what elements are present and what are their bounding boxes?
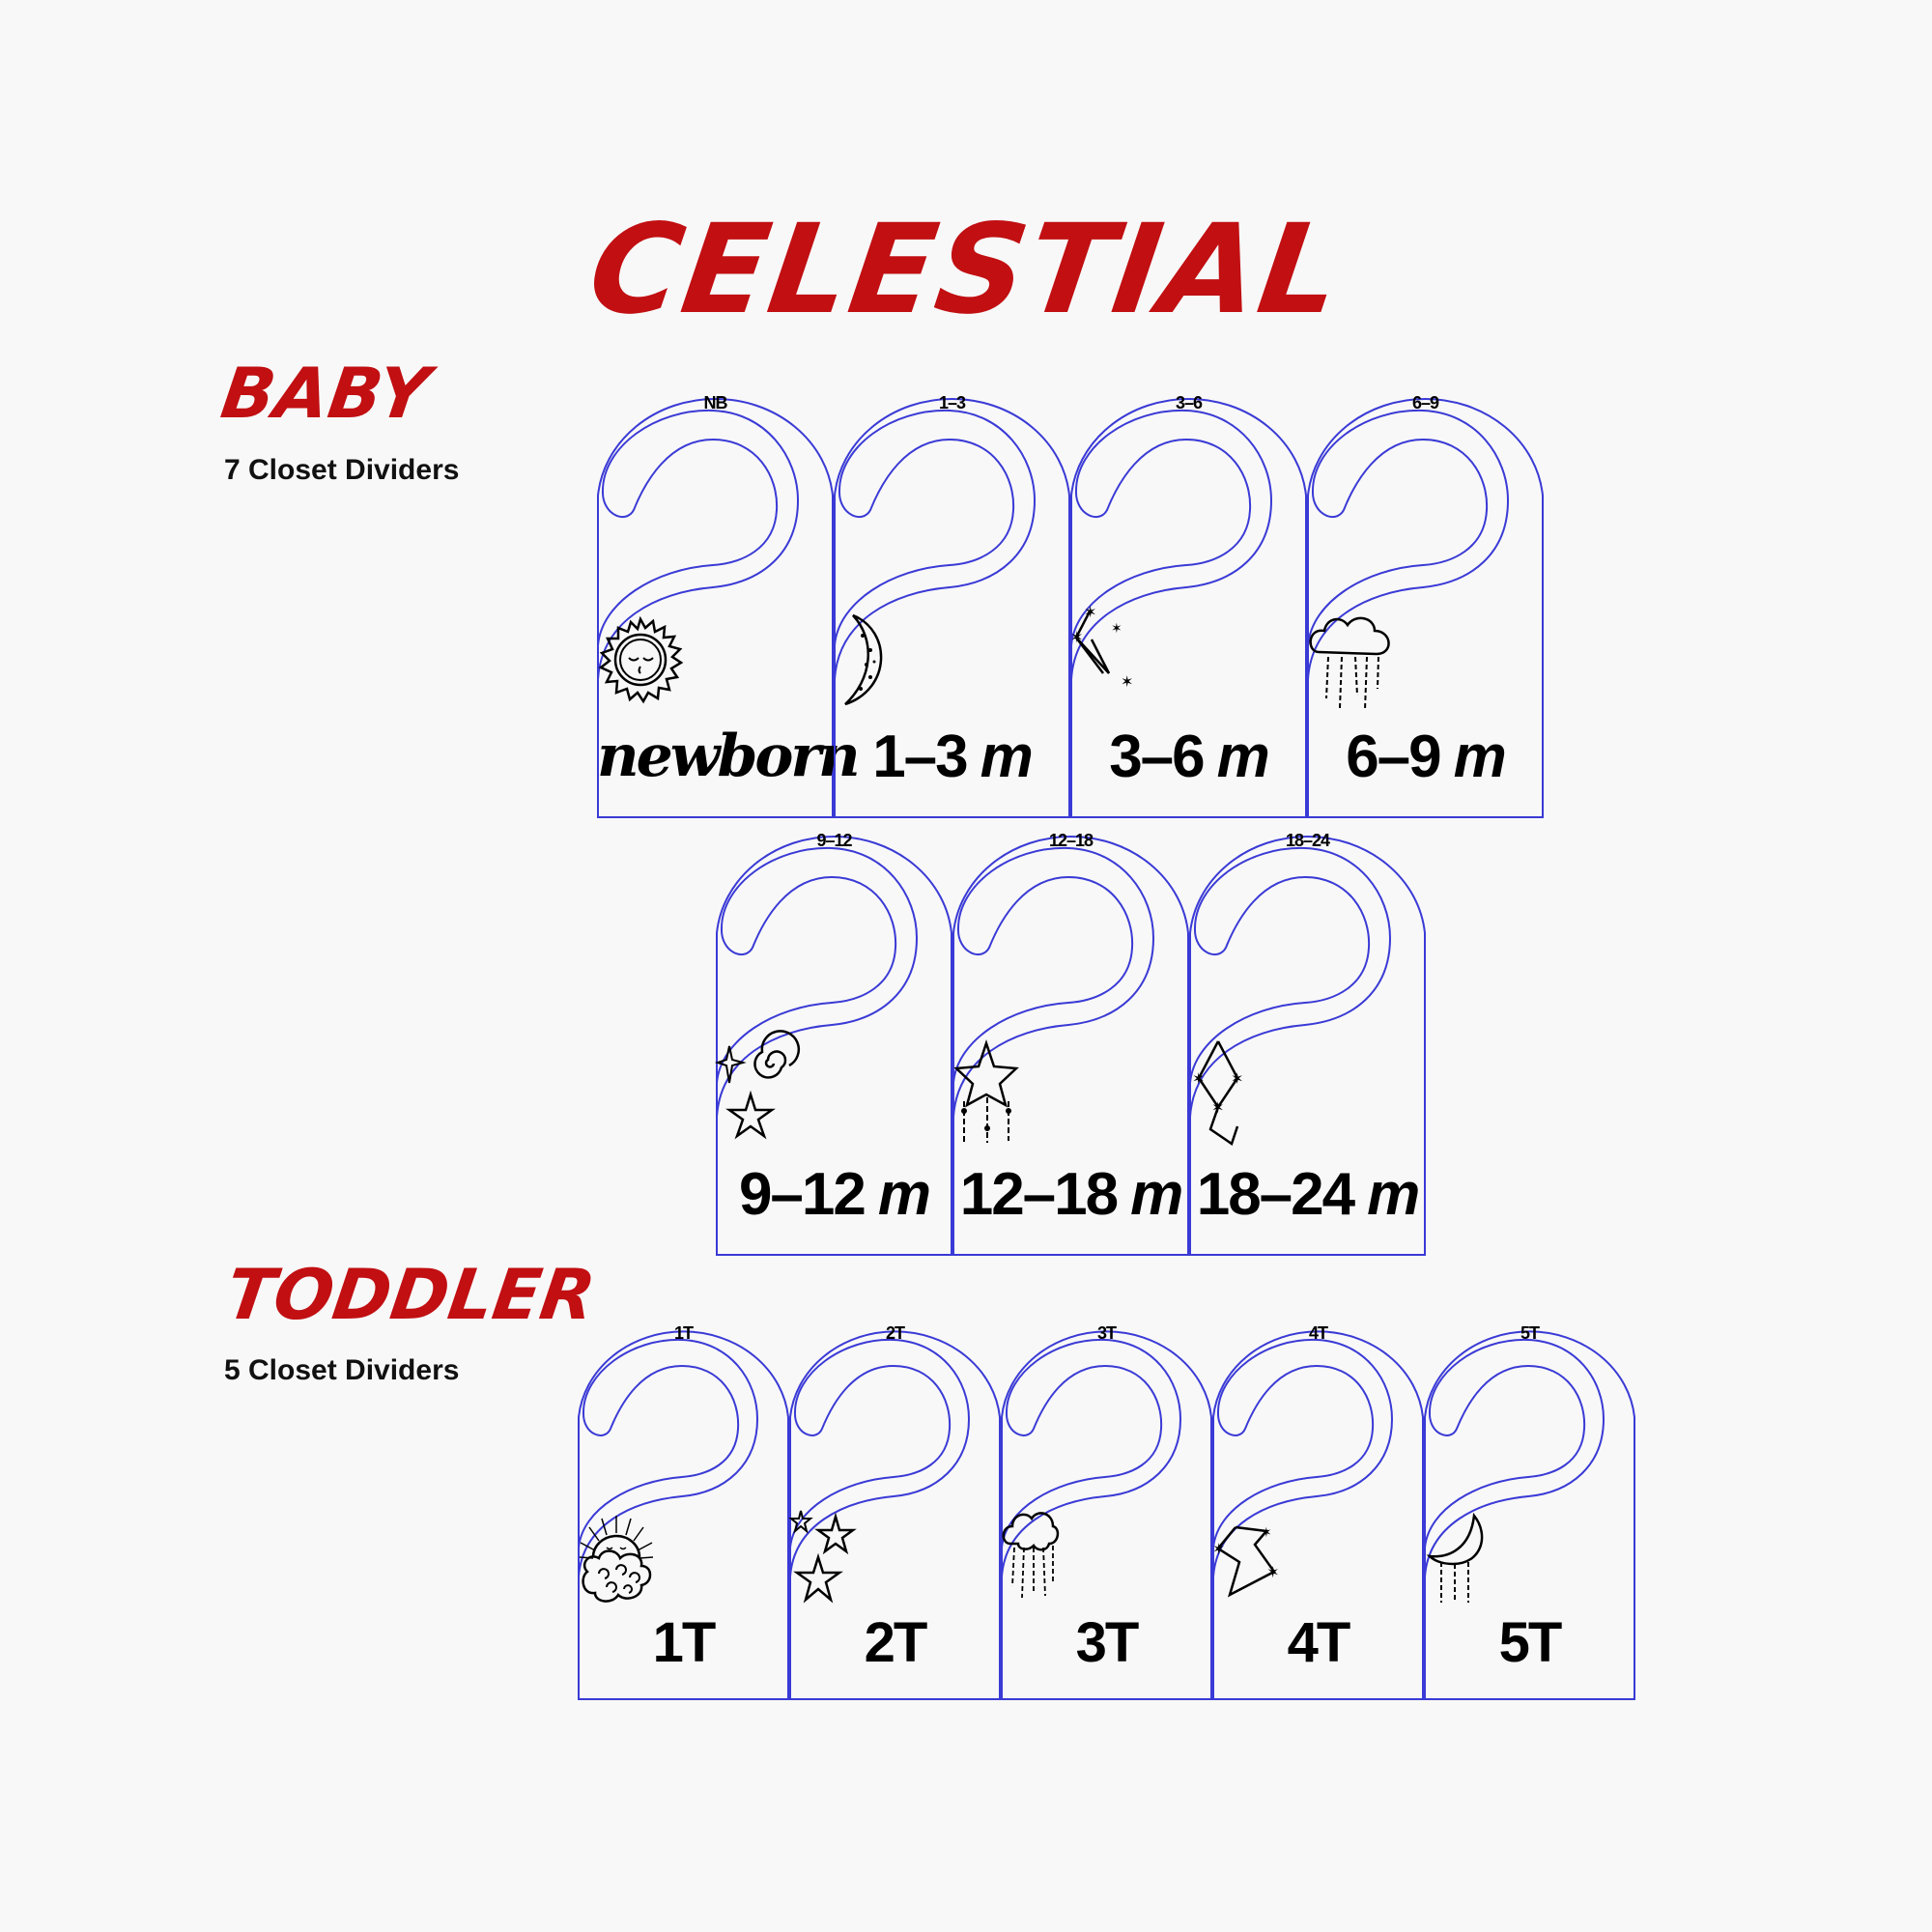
unit-text: m bbox=[1216, 724, 1270, 790]
unit-text: m bbox=[1453, 724, 1507, 790]
svg-text:✶: ✶ bbox=[1266, 1565, 1279, 1581]
divider-label: 3T bbox=[1075, 1611, 1140, 1674]
size-text: 9–12 bbox=[738, 1161, 867, 1228]
size-text: 18–24 bbox=[1196, 1161, 1355, 1228]
divider-3t: 3T 3T bbox=[1001, 1321, 1212, 1700]
divider-1t: 1T 1T bbox=[578, 1321, 789, 1700]
svg-text:✶: ✶ bbox=[1111, 620, 1122, 636]
size-text: 3–6 bbox=[1109, 724, 1205, 790]
divider-top-label: 18–24 bbox=[1285, 831, 1330, 850]
divider-top-label: 3T bbox=[1096, 1323, 1117, 1343]
divider-top-label: 4T bbox=[1308, 1323, 1328, 1343]
divider-5t: 5T 5T bbox=[1424, 1321, 1635, 1700]
divider-top-label: NB bbox=[703, 393, 728, 412]
page-title: CELESTIAL bbox=[581, 198, 1351, 342]
toddler-section-subtitle: 5 Closet Dividers bbox=[224, 1354, 460, 1386]
divider-top-label: 12–18 bbox=[1048, 831, 1094, 850]
unit-text: m bbox=[1130, 1161, 1183, 1228]
divider-label: 1T bbox=[652, 1611, 717, 1674]
svg-text:✶: ✶ bbox=[1212, 1542, 1225, 1558]
divider-label: 2T bbox=[864, 1611, 928, 1674]
unit-text: m bbox=[1367, 1161, 1420, 1228]
size-text: newborn bbox=[597, 723, 861, 790]
divider-newborn: NB newborn bbox=[597, 389, 861, 818]
divider-top-label: 1–3 bbox=[938, 393, 966, 412]
baby-section-title: BABY bbox=[216, 353, 435, 434]
divider-4t: 4T ✶ ✶ ✶ 4T bbox=[1212, 1321, 1424, 1700]
divider-label: 4T bbox=[1287, 1611, 1351, 1674]
divider-label: newborn bbox=[597, 723, 861, 790]
svg-text:✶: ✶ bbox=[1070, 630, 1083, 646]
divider-top-label: 6–9 bbox=[1411, 393, 1439, 412]
svg-text:✶: ✶ bbox=[1261, 1524, 1272, 1540]
divider-top-label: 3–6 bbox=[1175, 393, 1203, 412]
unit-text: m bbox=[877, 1161, 931, 1228]
baby-section-subtitle: 7 Closet Dividers bbox=[224, 454, 460, 486]
size-text: 6–9 bbox=[1346, 724, 1441, 790]
svg-text:✶: ✶ bbox=[1231, 1071, 1243, 1088]
divider-top-label: 1T bbox=[673, 1323, 694, 1343]
divider-label: 5T bbox=[1498, 1611, 1563, 1674]
unit-text: m bbox=[980, 724, 1034, 790]
size-text: 12–18 bbox=[959, 1161, 1119, 1228]
svg-text:✶: ✶ bbox=[1084, 605, 1096, 621]
divider-2t: 2T 2T bbox=[788, 1321, 1001, 1700]
divider-top-label: 5T bbox=[1520, 1323, 1540, 1343]
size-text: 1–3 bbox=[872, 724, 968, 790]
toddler-section-title: TODDLER bbox=[221, 1254, 601, 1335]
svg-text:✶: ✶ bbox=[1121, 674, 1133, 691]
divider-top-label: 2T bbox=[885, 1323, 905, 1343]
svg-text:✶: ✶ bbox=[1211, 1100, 1224, 1117]
svg-text:✶: ✶ bbox=[1192, 1071, 1205, 1088]
divider-top-label: 9–12 bbox=[816, 831, 852, 850]
